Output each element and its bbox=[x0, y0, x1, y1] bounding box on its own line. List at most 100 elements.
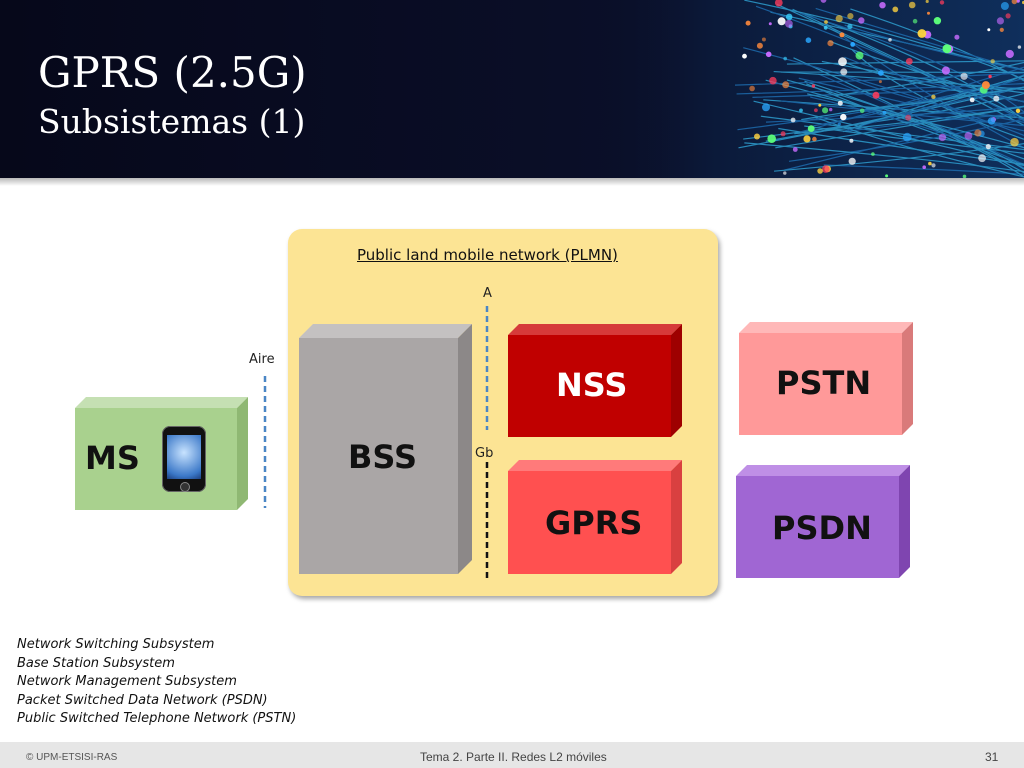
fiber-light-dot bbox=[785, 19, 793, 28]
fiber-light-dot bbox=[839, 32, 845, 38]
fiber-light-dot bbox=[962, 174, 967, 178]
fiber-strand bbox=[786, 60, 1024, 65]
fiber-light-dot bbox=[827, 40, 834, 47]
fiber-light-dot bbox=[855, 51, 864, 60]
gprs-label: GPRS bbox=[545, 504, 643, 542]
fiber-light-dot bbox=[848, 157, 856, 165]
fiber-light-dot bbox=[902, 132, 912, 142]
fiber-light-dot bbox=[931, 94, 936, 100]
page-number: 31 bbox=[985, 750, 999, 764]
fiber-strand bbox=[851, 49, 1024, 140]
fiber-light-dot bbox=[878, 80, 882, 84]
fiber-light-dot bbox=[777, 17, 786, 26]
fiber-light-dot bbox=[807, 125, 815, 132]
fiber-light-dot bbox=[1010, 137, 1019, 147]
fiber-strand bbox=[755, 5, 1024, 122]
fiber-light-dot bbox=[847, 13, 854, 20]
interface-air-label: Aire bbox=[249, 352, 275, 367]
fiber-light-dot bbox=[960, 72, 968, 80]
fiber-light-dot bbox=[882, 110, 887, 115]
fiber-light-dot bbox=[762, 103, 770, 112]
fiber-light-dot bbox=[754, 133, 760, 140]
fiber-light-dot bbox=[823, 25, 828, 30]
ms-label: MS bbox=[85, 439, 140, 477]
fiber-light-dot bbox=[993, 95, 1000, 102]
fiber-strand bbox=[801, 87, 1024, 121]
fiber-light-dot bbox=[985, 144, 991, 150]
fiber-strand bbox=[775, 106, 1024, 149]
fiber-light-dot bbox=[792, 147, 798, 152]
legend-item: Packet Switched Data Network (PSDN) bbox=[17, 692, 268, 708]
fiber-light-dot bbox=[928, 161, 932, 166]
footer-copyright: © UPM-ETSISI-RAS bbox=[26, 752, 118, 763]
fiber-strand bbox=[815, 116, 1024, 178]
gprs-block: GPRS bbox=[508, 460, 682, 574]
fiber-light-dot bbox=[782, 81, 790, 89]
header-banner: GPRS (2.5G) Subsistemas (1) bbox=[0, 0, 1024, 178]
fiber-light-dot bbox=[756, 42, 763, 49]
legend-item: Network Management Subsystem bbox=[17, 674, 237, 690]
fiber-light-dot bbox=[837, 122, 841, 126]
fiber-strand bbox=[798, 77, 1024, 132]
fiber-light-dot bbox=[850, 42, 856, 47]
fiber-light-dot bbox=[742, 53, 747, 59]
fiber-light-dot bbox=[818, 103, 822, 107]
fiber-light-dot bbox=[785, 13, 793, 21]
fiber-light-dot bbox=[799, 108, 803, 113]
fiber-light-dot bbox=[988, 74, 992, 79]
footer-course-title: Tema 2. Parte II. Redes L2 móviles bbox=[420, 750, 607, 764]
fiber-strand bbox=[753, 100, 1024, 167]
fiber-light-dot bbox=[783, 56, 787, 61]
fiber-light-dot bbox=[835, 15, 843, 23]
fiber-light-dot bbox=[888, 38, 892, 42]
fiber-strand bbox=[818, 73, 1024, 166]
fiber-light-dot bbox=[1017, 45, 1022, 49]
fiber-light-dot bbox=[974, 129, 982, 137]
fiber-strand bbox=[844, 24, 1024, 71]
fiber-optic-image bbox=[584, 0, 1024, 178]
psdn-block: PSDN bbox=[736, 465, 910, 578]
interface-a-label: A bbox=[483, 286, 492, 301]
fiber-light-dot bbox=[927, 11, 930, 15]
legend-item: Public Switched Telephone Network (PSTN) bbox=[17, 711, 297, 727]
fiber-strand bbox=[849, 75, 1024, 130]
fiber-light-dot bbox=[905, 114, 912, 121]
fiber-strand bbox=[744, 142, 1024, 173]
fiber-light-dot bbox=[803, 135, 811, 143]
fiber-strand bbox=[786, 79, 1024, 170]
fiber-light-dot bbox=[941, 66, 950, 75]
fiber-light-dot bbox=[987, 117, 996, 125]
fiber-light-dot bbox=[822, 165, 830, 173]
fiber-light-dot bbox=[969, 97, 975, 103]
fiber-light-dot bbox=[931, 163, 936, 168]
bss-block: BSS bbox=[299, 324, 472, 574]
fiber-light-dot bbox=[840, 68, 848, 76]
psdn-label: PSDN bbox=[772, 509, 872, 547]
fiber-light-dot bbox=[817, 168, 823, 174]
fiber-light-dot bbox=[917, 29, 927, 38]
fiber-light-dot bbox=[749, 85, 755, 92]
fiber-light-dot bbox=[872, 91, 880, 99]
fiber-light-dot bbox=[858, 17, 865, 24]
fiber-strand bbox=[800, 12, 1024, 113]
fiber-light-dot bbox=[847, 23, 853, 30]
fiber-light-dot bbox=[824, 20, 828, 24]
fiber-light-dot bbox=[938, 133, 947, 142]
fiber-strand bbox=[778, 127, 1024, 165]
fiber-light-dot bbox=[765, 51, 772, 58]
fiber-light-dot bbox=[745, 20, 751, 26]
fiber-strand bbox=[804, 13, 1024, 121]
fiber-strand bbox=[844, 61, 1024, 103]
fiber-light-dot bbox=[840, 113, 847, 121]
fiber-light-dot bbox=[885, 174, 889, 178]
fiber-light-dot bbox=[908, 1, 916, 9]
fiber-light-dot bbox=[774, 0, 783, 7]
fiber-strand bbox=[804, 80, 1024, 178]
fiber-light-dot bbox=[769, 76, 777, 85]
fiber-light-dot bbox=[814, 108, 818, 113]
fiber-strand bbox=[773, 70, 1024, 91]
header-divider bbox=[0, 178, 1024, 186]
fiber-strand bbox=[734, 72, 1024, 86]
fiber-light-dot bbox=[990, 59, 995, 64]
fiber-light-dot bbox=[783, 171, 787, 175]
